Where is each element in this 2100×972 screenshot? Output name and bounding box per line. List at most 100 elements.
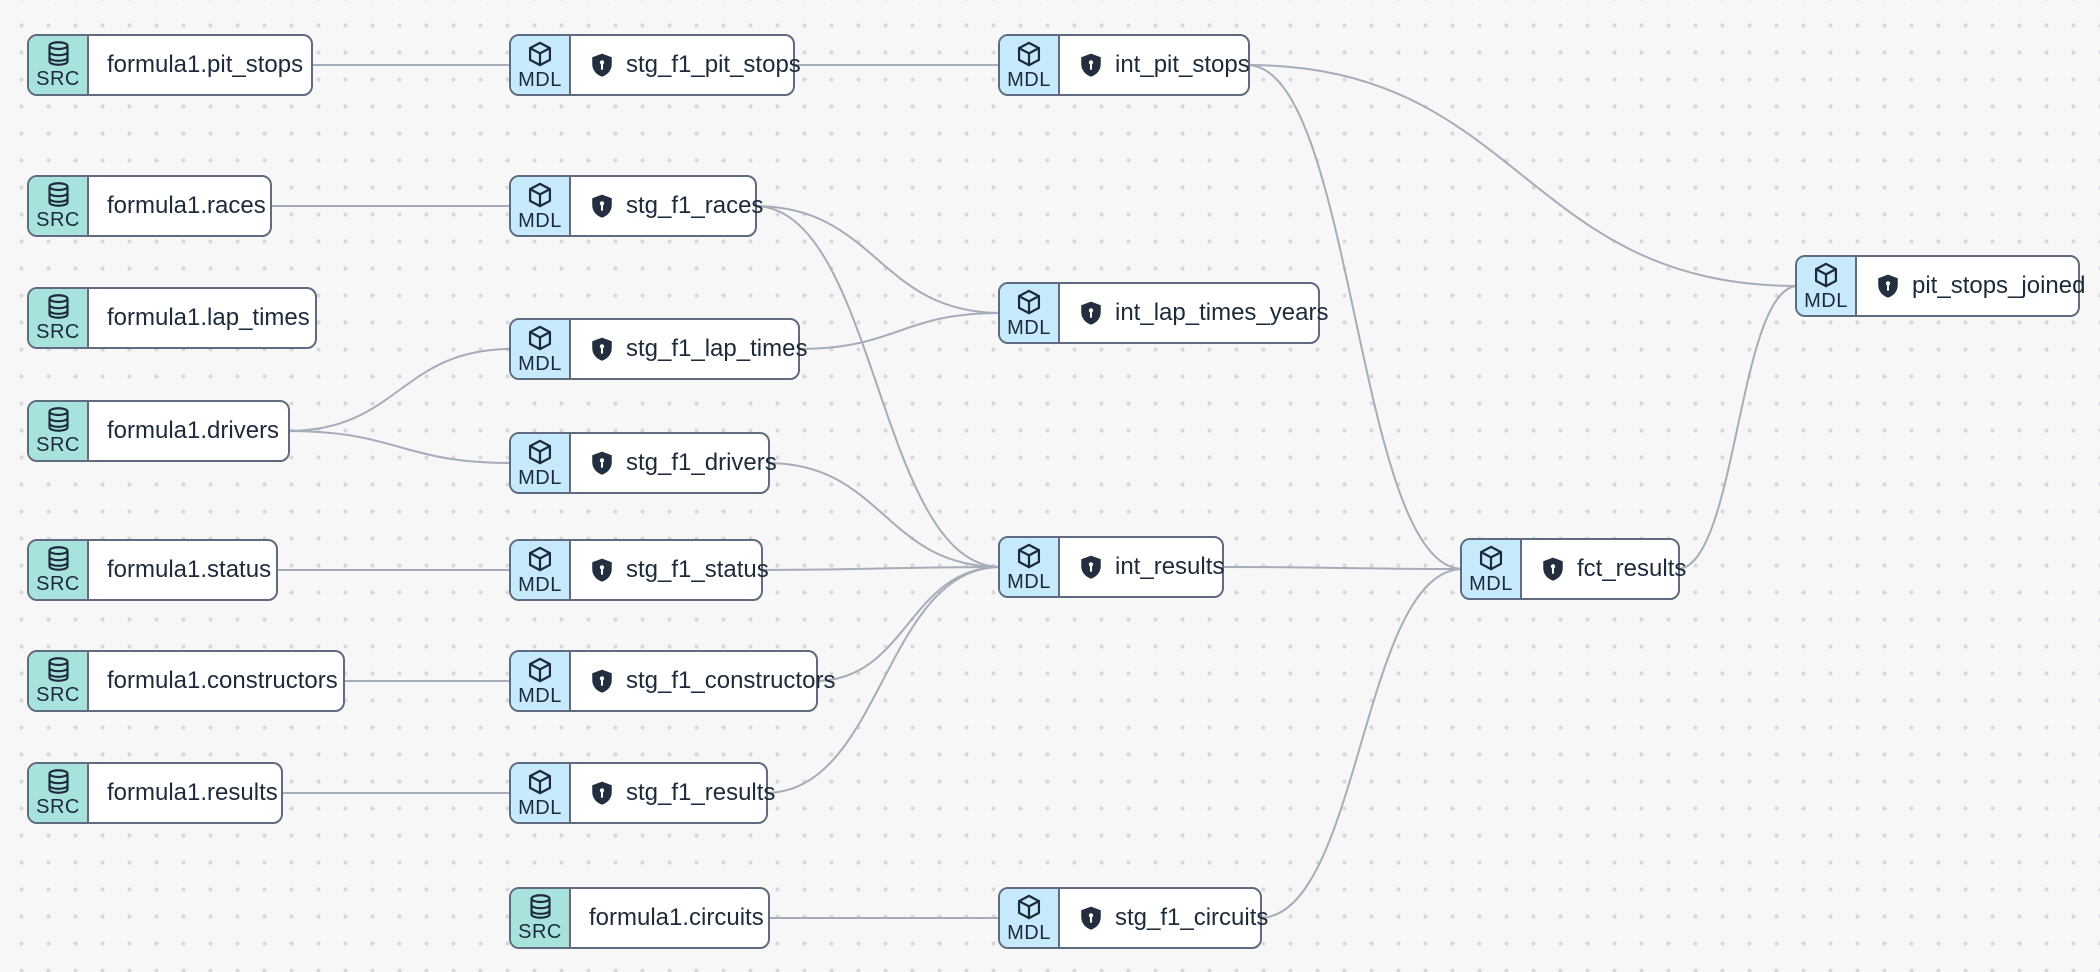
node-body: formula1.results (89, 764, 298, 822)
shield-icon (589, 450, 615, 476)
node-type-label: SRC (36, 796, 80, 818)
node-label: stg_f1_drivers (626, 449, 777, 476)
shield-icon (1078, 52, 1104, 78)
node-label: formula1.races (107, 192, 266, 219)
node-type-label: MDL (1007, 68, 1051, 91)
shield-icon (589, 557, 615, 583)
node-label: stg_f1_races (626, 192, 764, 219)
node-type-badge: MDL (511, 434, 571, 492)
node-label: stg_f1_lap_times (626, 335, 808, 362)
database-icon (45, 656, 72, 684)
node-body: formula1.circuits (571, 889, 784, 947)
node-label: formula1.pit_stops (107, 51, 304, 78)
node-body: formula1.races (89, 177, 286, 235)
node-body: int_lap_times_years (1060, 284, 1348, 342)
node-body: stg_f1_drivers (571, 434, 797, 492)
cube-icon (526, 181, 554, 210)
node-body: pit_stops_joined (1857, 257, 2100, 315)
node-body: formula1.pit_stops (89, 36, 323, 94)
shield-icon (1875, 273, 1901, 299)
node-body: formula1.status (89, 541, 291, 599)
cube-icon (526, 545, 554, 574)
node-type-badge: MDL (1462, 540, 1522, 598)
node-type-badge: MDL (511, 36, 571, 94)
shield-icon (589, 668, 615, 694)
node-body: stg_f1_lap_times (571, 320, 827, 378)
edge-fct_results-to-pit_stops_joined (1676, 285, 1799, 570)
node-pit_stops_joined[interactable]: MDL pit_stops_joined (1795, 255, 2085, 317)
node-label: stg_f1_circuits (1115, 904, 1269, 931)
node-type-badge: MDL (1000, 889, 1060, 947)
edge-formula1.drivers-to-stg_f1_lap_times (286, 348, 513, 432)
shield-icon (1540, 556, 1566, 582)
node-type-badge: SRC (29, 289, 89, 347)
edge-int_pit_stops-to-fct_results (1246, 64, 1464, 570)
node-type-label: MDL (518, 796, 562, 819)
node-label: pit_stops_joined (1912, 272, 2086, 299)
node-formula1.circuits[interactable]: SRC formula1.circuits (509, 887, 770, 949)
node-type-badge: MDL (1000, 538, 1060, 596)
node-body: formula1.constructors (89, 652, 358, 710)
node-type-label: MDL (518, 68, 562, 91)
node-type-badge: MDL (1000, 36, 1060, 94)
node-stg_f1_lap_times[interactable]: MDL stg_f1_lap_times (509, 318, 807, 380)
node-type-label: SRC (518, 921, 562, 943)
cube-icon (526, 324, 554, 353)
cube-icon (1015, 40, 1043, 69)
node-type-label: MDL (1007, 921, 1051, 944)
node-stg_f1_circuits[interactable]: MDL stg_f1_circuits (998, 887, 1268, 949)
node-type-badge: SRC (29, 764, 89, 822)
node-type-badge: MDL (511, 541, 571, 599)
edge-stg_f1_races-to-int_lap_times_years (753, 205, 1002, 314)
database-icon (45, 181, 72, 209)
node-type-badge: SRC (29, 402, 89, 460)
node-type-badge: SRC (29, 652, 89, 710)
shield-icon (589, 52, 615, 78)
database-icon (45, 40, 72, 68)
node-type-badge: MDL (1000, 284, 1060, 342)
node-label: formula1.circuits (589, 904, 764, 931)
node-int_lap_times_years[interactable]: MDL int_lap_times_years (998, 282, 1328, 344)
node-stg_f1_races[interactable]: MDL stg_f1_races (509, 175, 763, 237)
cube-icon (1812, 261, 1840, 290)
node-type-label: MDL (1469, 572, 1513, 595)
node-type-badge: MDL (511, 320, 571, 378)
edge-stg_f1_drivers-to-int_results (766, 462, 1002, 568)
node-type-label: MDL (1007, 570, 1051, 593)
node-body: stg_f1_pit_stops (571, 36, 821, 94)
node-type-label: MDL (1804, 289, 1848, 312)
database-icon (45, 545, 72, 573)
node-body: fct_results (1522, 540, 1706, 598)
node-type-badge: MDL (1797, 257, 1857, 315)
node-label: int_lap_times_years (1115, 299, 1329, 326)
edge-stg_f1_lap_times-to-int_lap_times_years (796, 312, 1002, 350)
cube-icon (1015, 288, 1043, 317)
shield-icon (1078, 554, 1104, 580)
node-type-label: MDL (1007, 316, 1051, 339)
node-label: stg_f1_results (626, 779, 776, 806)
node-type-badge: SRC (511, 889, 571, 947)
edge-stg_f1_status-to-int_results (759, 566, 1002, 571)
node-type-label: MDL (518, 209, 562, 232)
node-label: formula1.status (107, 556, 272, 583)
node-type-label: MDL (518, 684, 562, 707)
node-body: stg_f1_races (571, 177, 783, 235)
node-stg_f1_drivers[interactable]: MDL stg_f1_drivers (509, 432, 777, 494)
node-type-badge: MDL (511, 177, 571, 235)
node-body: stg_f1_circuits (1060, 889, 1288, 947)
node-stg_f1_results[interactable]: MDL stg_f1_results (509, 762, 775, 824)
